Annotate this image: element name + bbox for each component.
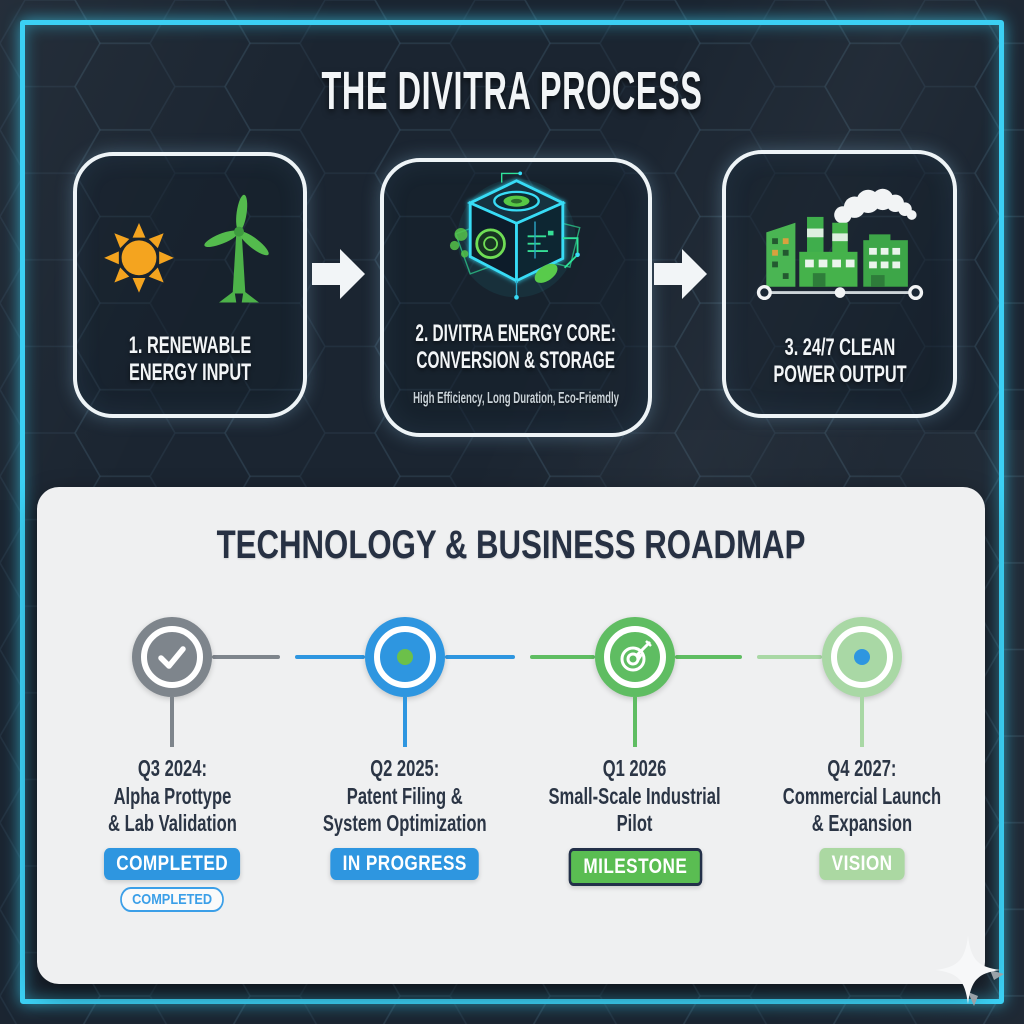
roadmap-title: TECHNOLOGY & BUSINESS ROADMAP bbox=[216, 523, 806, 567]
node-ring bbox=[831, 626, 893, 688]
status-badge: COMPLETED bbox=[103, 847, 241, 880]
timeline-node bbox=[365, 617, 445, 697]
timeline-segment bbox=[445, 655, 515, 659]
step-2-label: 2. DIVITRA ENERGY CORE: CONVERSION & STO… bbox=[415, 320, 617, 375]
milestone-q1-2026: Q1 2026 Small-Scale Industrial Pilot MIL… bbox=[520, 617, 750, 886]
node-stem bbox=[860, 697, 864, 747]
sun-icon bbox=[104, 223, 174, 293]
roadmap-panel: TECHNOLOGY & BUSINESS ROADMAP Q3 2024: A… bbox=[37, 487, 985, 984]
milestone-label: Q4 2027: Commercial Launch & Expansion bbox=[782, 755, 942, 837]
dot-icon bbox=[854, 649, 870, 665]
status-badge: VISION bbox=[819, 847, 905, 880]
timeline-node bbox=[822, 617, 902, 697]
node-ring bbox=[141, 626, 203, 688]
timeline-node bbox=[132, 617, 212, 697]
milestone-q2-2025: Q2 2025: Patent Filing & System Optimiza… bbox=[290, 617, 520, 880]
node-ring bbox=[374, 626, 436, 688]
milestone-label: Q1 2026 Small-Scale Industrial Pilot bbox=[548, 755, 722, 837]
timeline-segment bbox=[530, 655, 595, 659]
node-stem bbox=[633, 697, 637, 747]
milestone-q4-2027: Q4 2027: Commercial Launch & Expansion V… bbox=[747, 617, 977, 880]
step-1-label: 1. RENEWABLE ENERGY INPUT bbox=[128, 332, 252, 387]
step-3-label: 3. 24/7 CLEAN POWER OUTPUT bbox=[772, 334, 907, 389]
sparkle-icon bbox=[936, 936, 1004, 1006]
arrow-right-icon bbox=[654, 249, 707, 299]
node-stem bbox=[403, 697, 407, 747]
status-badge-outline: COMPLETED bbox=[120, 886, 224, 912]
timeline-segment bbox=[295, 655, 365, 659]
milestone-q3-2024: Q3 2024: Alpha Prottype & Lab Validation… bbox=[57, 617, 287, 912]
target-icon bbox=[620, 640, 652, 672]
step-1-icons bbox=[95, 194, 285, 308]
timeline-segment bbox=[675, 655, 742, 659]
factory-icon bbox=[756, 188, 923, 301]
energy-core-icon bbox=[449, 171, 581, 300]
step-2-subtitle: High Efficiency, Long Duration, Eco-Frie… bbox=[413, 390, 619, 408]
neon-frame bbox=[20, 20, 1004, 1004]
node-ring bbox=[604, 626, 666, 688]
timeline-node bbox=[595, 617, 675, 697]
check-icon bbox=[158, 646, 186, 669]
status-badge: MILESTONE bbox=[568, 847, 702, 886]
milestone-label: Q3 2024: Alpha Prottype & Lab Validation bbox=[107, 755, 237, 837]
node-stem bbox=[170, 697, 174, 747]
timeline-segment bbox=[212, 655, 280, 659]
process-title: THE DIVITRA PROCESS bbox=[321, 61, 703, 121]
timeline-segment bbox=[757, 655, 822, 659]
wind-turbine-icon bbox=[204, 194, 269, 303]
dot-icon bbox=[397, 649, 413, 665]
arrow-right-icon bbox=[312, 249, 365, 299]
milestone-label: Q2 2025: Patent Filing & System Optimiza… bbox=[323, 755, 487, 837]
process-step-1-card: 1. RENEWABLE ENERGY INPUT bbox=[73, 152, 307, 418]
status-badge: IN PROGRESS bbox=[330, 847, 480, 880]
process-step-2-card: 2. DIVITRA ENERGY CORE: CONVERSION & STO… bbox=[380, 158, 652, 437]
process-step-3-card: 3. 24/7 CLEAN POWER OUTPUT bbox=[722, 150, 957, 418]
